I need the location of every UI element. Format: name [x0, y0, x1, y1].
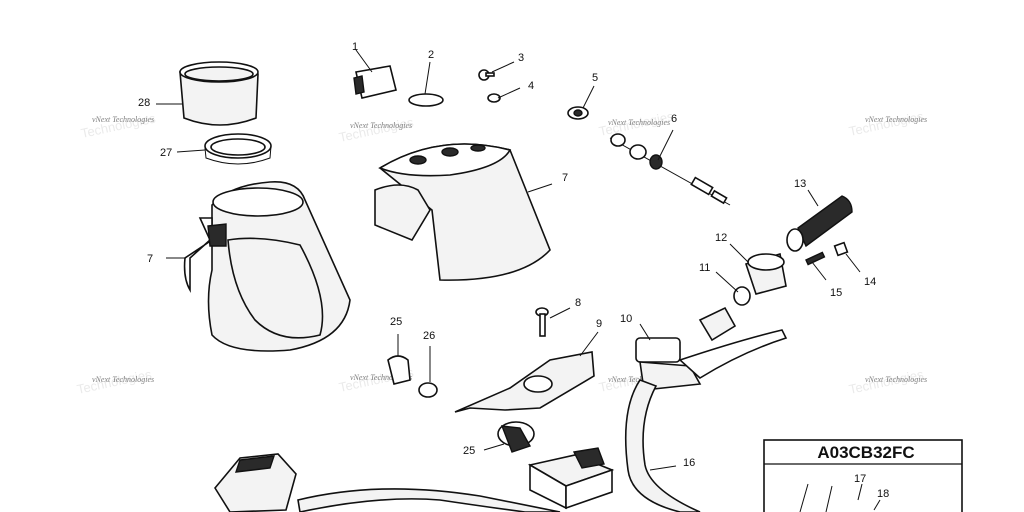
callout-18: 18	[877, 488, 889, 500]
part-13-grip	[786, 195, 853, 252]
callouts: 1 2 3 4 5 6 7 7 8 9 10 11 12 13 14 15 16…	[138, 41, 889, 500]
part-6-cable	[609, 133, 731, 206]
watermark: vNext Technologies	[865, 115, 927, 124]
callout-3: 3	[518, 52, 524, 64]
callout-14: 14	[864, 276, 876, 288]
callout-5: 5	[592, 72, 598, 84]
callout-27: 27	[160, 147, 172, 159]
callout-10: 10	[620, 313, 632, 325]
watermark: vNext Technologies	[92, 375, 154, 384]
watermark: vNext Technologies	[608, 375, 670, 384]
watermark: vNext Technologies	[350, 373, 412, 382]
watermark: vNext Technologies	[92, 115, 154, 124]
part-14-cap	[833, 241, 849, 257]
callout-9: 9	[596, 318, 602, 330]
callout-7-right: 7	[562, 172, 568, 184]
callout-6: 6	[671, 113, 677, 125]
part-26-grommet	[418, 382, 438, 398]
callout-1: 1	[352, 41, 358, 53]
callout-25-lower: 25	[463, 445, 475, 457]
callout-2: 2	[428, 49, 434, 61]
part-12-switch-housing	[744, 252, 787, 295]
part-28-trim-ring	[179, 61, 259, 126]
callout-12: 12	[715, 232, 727, 244]
watermark: vNext Technologies	[608, 118, 670, 127]
handlebar-clamp	[527, 447, 615, 510]
part-5-nut	[567, 106, 589, 120]
part-15-screw	[805, 251, 826, 266]
part-2-lens	[408, 93, 444, 107]
callout-11: 11	[699, 262, 710, 274]
callout-13: 13	[794, 178, 806, 190]
bracket-hole	[523, 375, 553, 393]
brake-lever	[678, 329, 788, 379]
part-25-clip-upper	[387, 355, 411, 385]
part-25-clip-lower	[497, 421, 535, 453]
inset-box: A03CB32FC	[763, 439, 963, 512]
leader-lines	[156, 49, 881, 511]
part-11-collar	[733, 286, 751, 306]
part-7-housing-left	[183, 181, 351, 352]
part-1-connector	[353, 65, 397, 99]
inset-box-code: A03CB32FC	[817, 443, 914, 462]
watermark: vNext Technologies	[350, 121, 412, 130]
part-27-gasket	[204, 133, 272, 165]
part-16-handlebar	[297, 379, 701, 512]
callout-26: 26	[423, 330, 435, 342]
callout-7-left: 7	[147, 253, 153, 265]
part-7-housing-right	[374, 143, 551, 281]
part-4-nut	[487, 93, 501, 103]
left-switch-housing	[214, 453, 297, 512]
callout-16: 16	[683, 457, 695, 469]
callout-15: 15	[830, 287, 842, 299]
callout-25-upper: 25	[390, 316, 402, 328]
part-8-bolt	[535, 307, 549, 337]
callout-4: 4	[528, 80, 534, 92]
part-3-screw	[478, 69, 495, 81]
callout-17: 17	[854, 473, 866, 485]
part-10-master-cylinder	[635, 337, 702, 391]
callout-8: 8	[575, 297, 581, 309]
throttle-tube	[698, 306, 737, 342]
watermark: vNext Technologies	[865, 375, 927, 384]
callout-28: 28	[138, 97, 150, 109]
